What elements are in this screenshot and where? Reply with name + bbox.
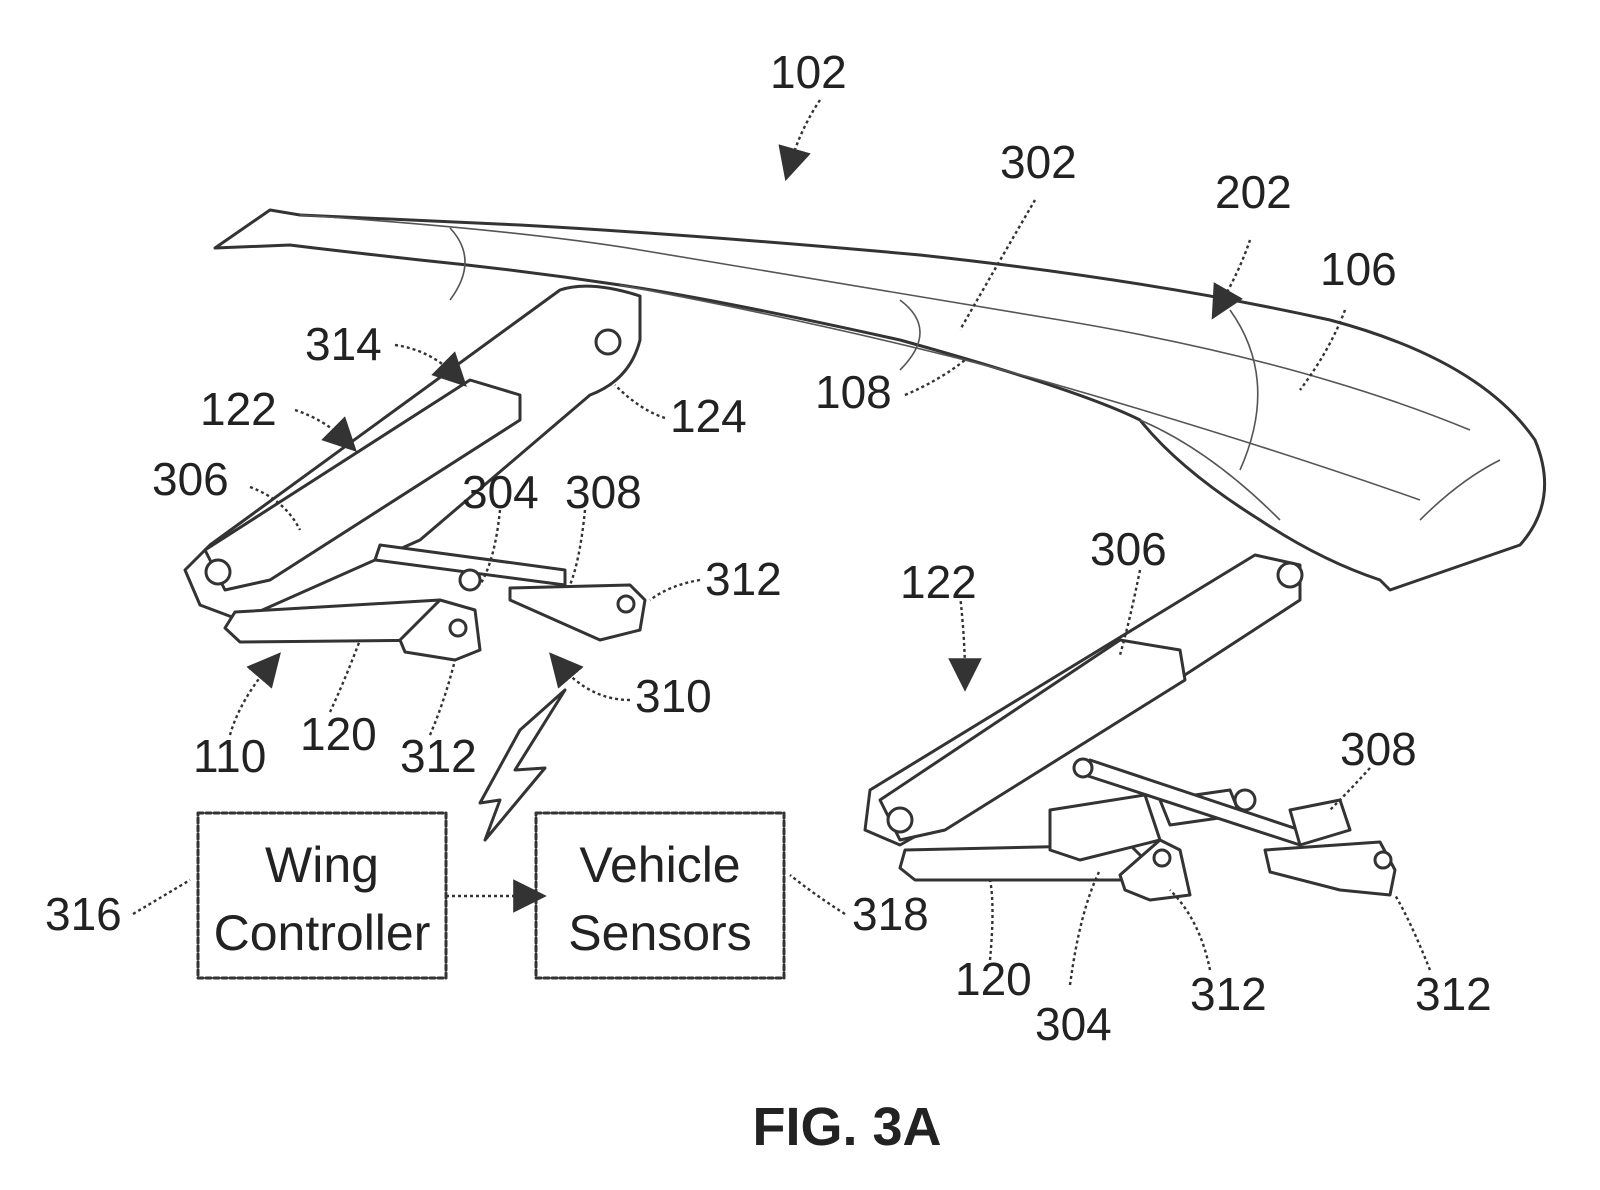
vehicle-sensors-block: Vehicle Sensors [536,813,784,978]
ref-302: 302 [1000,136,1077,188]
ref-306-left: 306 [152,453,229,505]
ref-312-left-b: 312 [400,730,477,782]
ref-120-left: 120 [300,708,377,760]
ref-318: 318 [852,888,929,940]
wing-controller-line1: Wing [265,837,379,893]
ref-102: 102 [770,46,847,98]
ref-202: 202 [1215,166,1292,218]
ref-312-right-b: 312 [1415,968,1492,1020]
vehicle-sensors-line2: Sensors [568,905,751,961]
ref-124: 124 [670,390,747,442]
wing-controller-block: Wing Controller [198,813,446,978]
ref-122-right: 122 [900,556,977,608]
ref-308-left: 308 [565,466,642,518]
wireless-link-icon [480,690,565,840]
ref-308-right: 308 [1340,723,1417,775]
ref-310: 310 [635,670,712,722]
ref-110: 110 [193,730,266,782]
ref-312-left-a: 312 [705,553,782,605]
figure-caption: FIG. 3A [752,1097,941,1157]
ref-306-right: 306 [1090,523,1167,575]
ref-304-right: 304 [1035,998,1112,1050]
ref-316: 316 [45,888,122,940]
ref-120-right: 120 [955,953,1032,1005]
ref-312-right-a: 312 [1190,968,1267,1020]
ref-108: 108 [815,366,892,418]
ref-304-left: 304 [462,466,539,518]
wing-controller-line2: Controller [214,905,431,961]
ref-314: 314 [305,318,382,370]
ref-106: 106 [1320,243,1397,295]
vehicle-sensors-line1: Vehicle [579,837,740,893]
ref-122-left: 122 [200,383,277,435]
